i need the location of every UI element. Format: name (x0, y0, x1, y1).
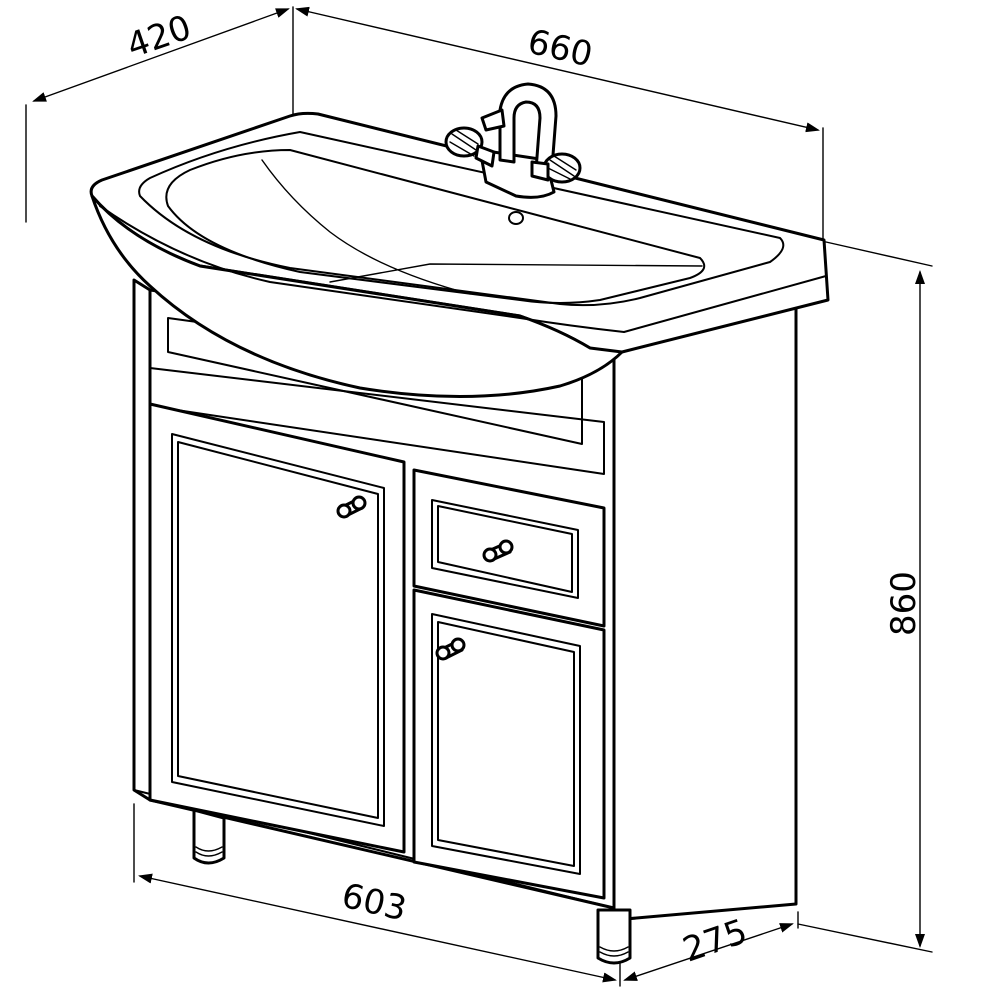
sink-rim-line (99, 205, 625, 333)
dimension-lines (25, 6, 933, 987)
right-door-knob (435, 637, 466, 661)
sink-bowl-front (90, 194, 624, 399)
dim-label-660: 660 (524, 22, 596, 76)
cabinet-side-panel (612, 298, 798, 922)
cabinet-left-edge (132, 278, 152, 802)
drawer (412, 468, 606, 628)
dim-420-line (32, 8, 290, 102)
cabinet-legs (192, 808, 632, 965)
right-door-frame-inner (437, 621, 575, 867)
faucet-handle-right (530, 152, 582, 184)
faucet (444, 82, 582, 199)
faucet-handle-left (444, 126, 496, 168)
drawer-frame-inner (437, 505, 573, 593)
sink-overflow-hole (508, 211, 524, 225)
dim-label-275: 275 (678, 912, 752, 971)
leg-right (596, 908, 632, 965)
dim-label-420: 420 (122, 8, 196, 67)
sink (89, 111, 830, 399)
left-door-knob (336, 495, 367, 519)
sink-top-edge (623, 275, 827, 333)
dim-label-860: 860 (884, 571, 924, 636)
left-door (148, 402, 406, 854)
right-door-panel (412, 588, 606, 900)
left-door-frame-inner (177, 441, 379, 819)
sink-basin (165, 149, 706, 304)
dim-275-line (623, 923, 794, 981)
right-door (412, 588, 606, 900)
leg-left (192, 808, 226, 865)
sink-basin-curve (261, 159, 471, 295)
dim-603-line (138, 873, 617, 983)
top-rail (149, 367, 605, 475)
left-door-frame-outer (171, 433, 385, 827)
dim-860-ext-bottom (797, 923, 933, 953)
right-door-frame-outer (431, 613, 581, 875)
faucet-spout-tip (480, 108, 506, 132)
dim-660-line (295, 6, 820, 133)
sink-basin-floor (329, 263, 703, 283)
drawer-knob (482, 539, 514, 563)
dim-860-ext-top (825, 241, 933, 267)
drawer-frame-outer (431, 499, 579, 599)
